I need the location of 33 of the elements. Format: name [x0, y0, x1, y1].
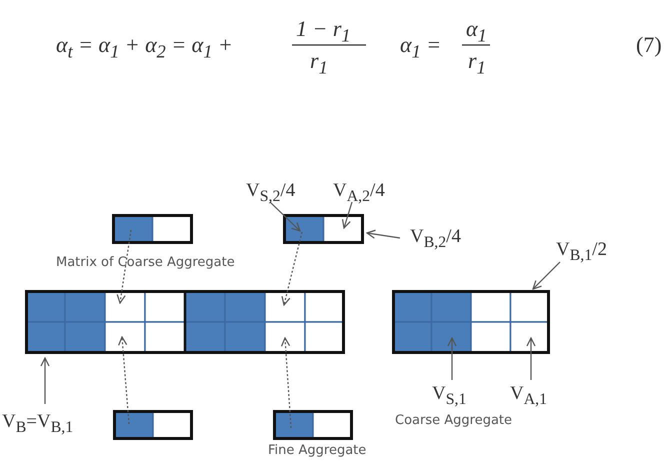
block-diagram	[273, 410, 353, 440]
equation-term: 1 − r$_{1}$	[296, 18, 351, 45]
leader-line	[447, 337, 457, 380]
equation-term: α$_{1}$	[466, 18, 487, 45]
symbol-label: V$_{S,1}$	[432, 384, 466, 408]
leader-line	[526, 337, 536, 380]
symbol-label: V$_{B,1}$/2	[556, 240, 607, 264]
symbol-label: V$_{B}$=V$_{B,1}$	[2, 412, 74, 436]
equation-term: r$_{1}$	[468, 50, 486, 77]
dotted-arrow	[281, 232, 303, 306]
dotted-arrow	[118, 336, 130, 424]
symbol-label: V$_{A,2}$/4	[333, 181, 385, 205]
symbol-label: V$_{S,2}$/4	[246, 181, 296, 205]
equation-term: α$_{1}$ =	[400, 34, 442, 61]
leader-line	[366, 230, 400, 239]
block-diagram	[112, 214, 193, 244]
dotted-arrow	[116, 230, 132, 304]
leader-line	[342, 202, 353, 229]
symbol-label: V$_{A,1}$	[510, 384, 548, 408]
block-diagram	[392, 290, 550, 354]
equation-term: r$_{1}$	[310, 50, 328, 77]
dotted-arrow	[280, 337, 292, 428]
block-diagram	[25, 290, 345, 354]
leader-line	[532, 262, 560, 290]
symbol-label: V$_{B,2}$/4	[410, 227, 461, 251]
block-label: Matrix of Coarse Aggregate	[56, 256, 235, 269]
block-label: Coarse Aggregate	[395, 414, 512, 427]
equation-term: α$_{t}$ = α$_{1}$ + α$_{2}$ = α$_{1}$ +	[56, 34, 233, 61]
block-diagram	[283, 214, 364, 244]
leader-line	[40, 357, 50, 404]
equation-number: (7)	[636, 34, 662, 56]
block-diagram	[113, 410, 193, 440]
leader-line	[270, 202, 301, 232]
